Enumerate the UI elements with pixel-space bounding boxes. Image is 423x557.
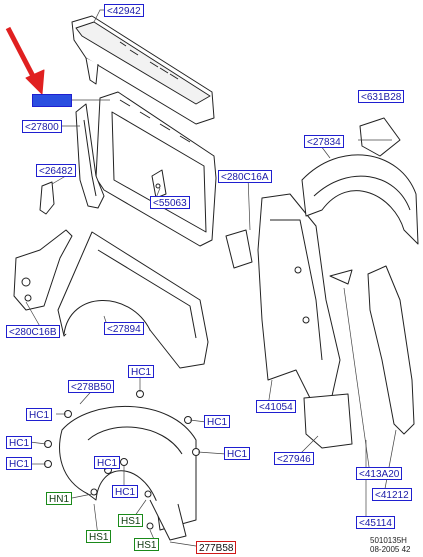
label-hs1[interactable]: HS1 (118, 514, 144, 527)
label-hc1[interactable]: HC1 (204, 415, 231, 428)
label-hn1[interactable]: HN1 (46, 492, 73, 505)
label-27894[interactable]: <27894 (104, 322, 144, 335)
quarter-panel-part[interactable] (57, 231, 209, 369)
roof-rail-part[interactable] (71, 15, 215, 125)
label-280C16B[interactable]: <280C16B (6, 325, 60, 338)
rear-pillar-part[interactable] (329, 265, 415, 435)
label-278B50[interactable]: <278B50 (68, 380, 115, 393)
label-hc1[interactable]: HC1 (112, 485, 139, 498)
diagram-code-line1: 5010135H (370, 536, 407, 545)
top-bracket-part[interactable] (359, 117, 401, 157)
label-631B28[interactable]: <631B28 (358, 90, 405, 103)
small-bracket-part[interactable] (39, 181, 55, 215)
label-hc1[interactable]: HC1 (6, 436, 33, 449)
wheel-arch-liner-part[interactable] (59, 406, 197, 541)
lower-panel-part[interactable] (303, 393, 353, 449)
label-280C16A[interactable]: <280C16A (218, 170, 272, 183)
label-27800[interactable]: <27800 (22, 120, 62, 133)
label-41054[interactable]: <41054 (256, 400, 296, 413)
diagram-code-line2: 08-2005 42 (370, 545, 411, 554)
diagram-code: 5010135H 08-2005 42 (370, 536, 410, 554)
label-hs1[interactable]: HS1 (86, 530, 112, 543)
label-26482[interactable]: <26482 (36, 164, 76, 177)
label-hc1[interactable]: HC1 (94, 456, 121, 469)
label-27790[interactable]: <27790 (32, 94, 72, 107)
wheelhouse-part[interactable] (301, 154, 419, 245)
label-42942[interactable]: <42942 (104, 4, 144, 17)
pillar-part[interactable] (75, 103, 105, 209)
label-hs1[interactable]: HS1 (134, 538, 160, 551)
label-hc1[interactable]: HC1 (224, 447, 251, 460)
label-27834[interactable]: <27834 (304, 135, 344, 148)
label-27946[interactable]: <27946 (274, 452, 314, 465)
pointer-arrow-icon (5, 26, 45, 95)
label-55063[interactable]: <55063 (150, 196, 190, 209)
left-bracket-part[interactable] (13, 229, 73, 311)
label-41212[interactable]: <41212 (372, 488, 412, 501)
label-hc1[interactable]: HC1 (26, 408, 53, 421)
label-hc1[interactable]: HC1 (128, 365, 155, 378)
clip-bracket-part[interactable] (151, 169, 167, 199)
label-45114[interactable]: <45114 (356, 516, 395, 529)
inner-pillar-part[interactable] (257, 193, 341, 399)
center-bracket-part[interactable] (225, 229, 253, 269)
label-277B58[interactable]: 277B58 (196, 541, 237, 554)
label-hc1[interactable]: HC1 (6, 457, 33, 470)
label-413A20[interactable]: <413A20 (356, 467, 403, 480)
